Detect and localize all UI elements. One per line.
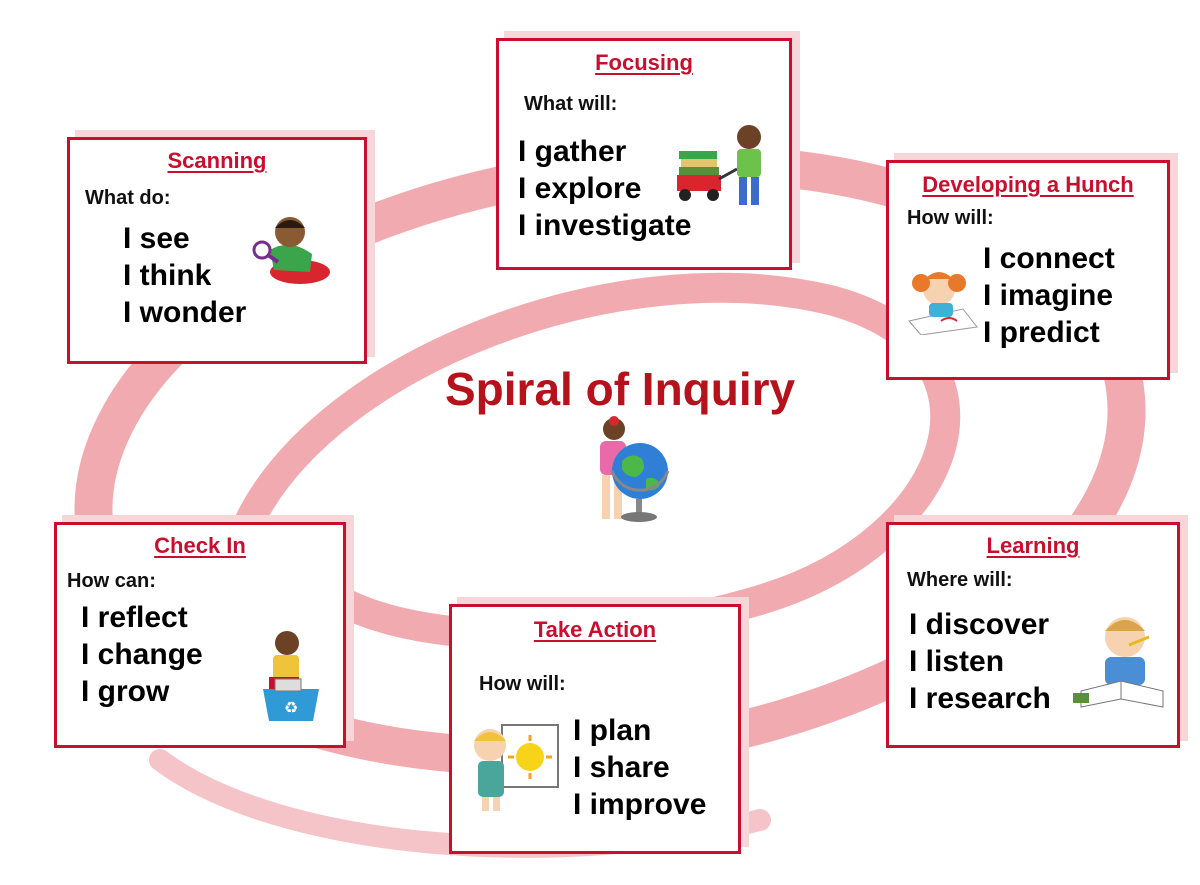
stage-card-check-in: Check In How can: I reflect I change I g…	[54, 522, 346, 748]
stage-title: Developing a Hunch	[922, 172, 1134, 197]
stage-item: I share	[573, 751, 670, 784]
stage-item: I see	[123, 222, 190, 255]
girl-with-sun-poster-icon	[474, 724, 559, 811]
stage-item: I reflect	[81, 601, 188, 634]
stage-item: I gather	[518, 135, 627, 168]
stage-item: I improve	[573, 788, 707, 821]
stage-title: Take Action	[533, 617, 657, 642]
stage-title: Scanning	[167, 148, 267, 173]
stage-prompt: How will:	[907, 207, 994, 229]
stage-card-scanning: Scanning What do: I see I think I wonder	[67, 137, 367, 364]
stage-item: I explore	[518, 172, 642, 205]
page-title: Spiral of Inquiry	[445, 363, 796, 415]
stage-card-learning: Learning Where will: I discover I listen…	[886, 522, 1180, 748]
stage-title: Learning	[986, 533, 1080, 558]
stage-card-focusing: Focusing What will: I gather I explore I…	[496, 38, 792, 270]
stage-item: I change	[81, 638, 203, 671]
stage-prompt: What will:	[524, 93, 618, 115]
boy-reading-icon	[1073, 617, 1164, 708]
stage-prompt: How will:	[479, 673, 566, 695]
child-with-magnifier-icon	[252, 217, 330, 284]
stage-item: I connect	[983, 242, 1115, 275]
stage-card-developing-a-hunch: Developing a Hunch How will: I connect I…	[886, 160, 1170, 380]
stage-title: Check In	[154, 533, 246, 558]
stage-item: I think	[123, 259, 212, 292]
stage-item: I predict	[983, 316, 1100, 349]
stage-item: I listen	[909, 645, 1005, 678]
stage-items: I connect I imagine I predict	[983, 240, 1115, 351]
stage-item: I grow	[81, 675, 170, 708]
stage-prompt: What do:	[85, 187, 171, 209]
girl-with-globe-icon	[600, 416, 670, 522]
stage-item: I plan	[573, 714, 652, 747]
stage-item: I investigate	[518, 209, 692, 242]
stage-title: Focusing	[595, 50, 693, 75]
stage-items: I reflect I change I grow	[81, 599, 203, 710]
child-with-book-wagon-icon	[677, 125, 761, 205]
stage-prompt: How can:	[67, 570, 156, 592]
stage-card-take-action: Take Action How will: I plan I share I i…	[449, 604, 741, 854]
child-with-recycling-bin-icon: ♻	[263, 631, 319, 721]
stage-item: I wonder	[123, 296, 247, 329]
girl-drawing-icon	[908, 272, 978, 335]
stage-items: I gather I explore I investigate	[518, 133, 691, 244]
stage-item: I research	[909, 682, 1051, 715]
stage-prompt: Where will:	[907, 569, 1013, 591]
stage-items: I discover I listen I research	[909, 606, 1051, 717]
stage-item: I imagine	[983, 279, 1114, 312]
stage-item: I discover	[909, 608, 1050, 641]
svg-text:♻: ♻	[284, 698, 298, 717]
stage-items: I plan I share I improve	[573, 712, 706, 823]
stage-items: I see I think I wonder	[123, 220, 246, 331]
